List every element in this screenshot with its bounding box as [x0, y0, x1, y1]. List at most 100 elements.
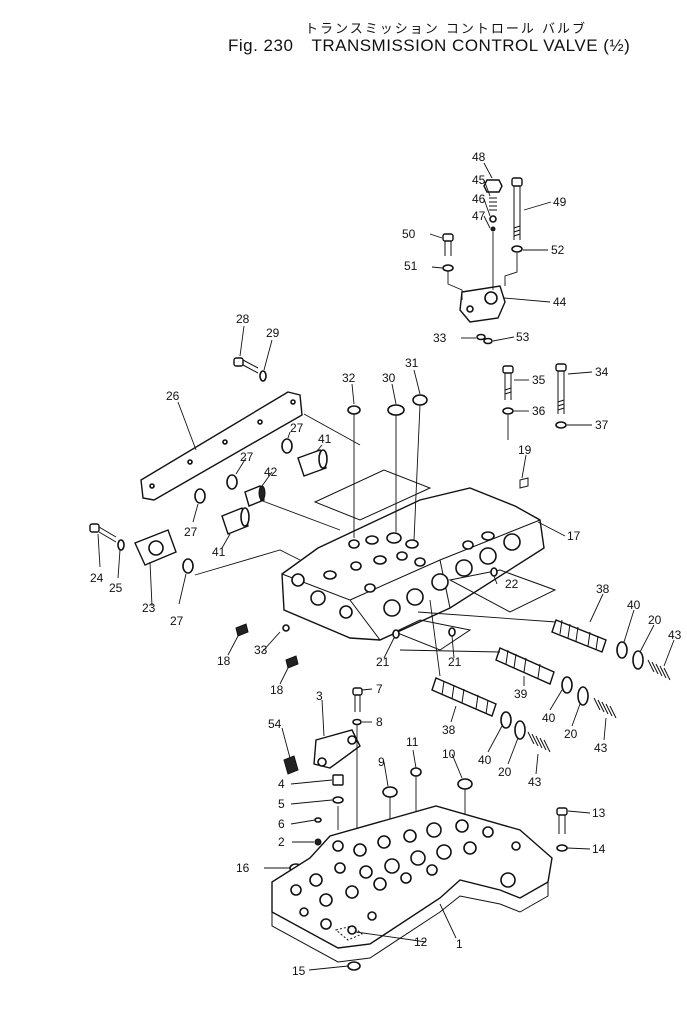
plate-dashed-pocket	[334, 925, 363, 941]
part-15-oring	[347, 961, 361, 971]
callout-48: 48	[472, 150, 486, 164]
callout-47: 47	[472, 209, 486, 223]
part-29-washer	[259, 370, 267, 382]
plate-port	[455, 819, 469, 833]
part-26-gasket	[140, 391, 303, 501]
figure-title-text: TRANSMISSION CONTROL VALVE (½)	[311, 36, 631, 55]
side-bore	[406, 588, 424, 606]
spool-land	[559, 619, 599, 651]
plate-port	[400, 872, 412, 884]
valve-body-outline	[281, 487, 545, 641]
callout-38-upper: 38	[596, 582, 610, 596]
part-9-oring	[382, 786, 398, 798]
plate-port	[426, 822, 442, 838]
part-43-spring-a	[647, 659, 671, 681]
side-bore	[503, 533, 521, 551]
figure-title: Fig. 230 TRANSMISSION CONTROL VALVE (½)	[228, 36, 630, 56]
part-18-plug-a	[235, 623, 249, 637]
body-port	[386, 532, 402, 544]
part-21-pin-a	[392, 629, 400, 639]
callout-11: 11	[406, 735, 419, 749]
plate-port	[403, 829, 417, 843]
part-10-oring	[457, 778, 473, 790]
part-32-oring	[347, 405, 361, 415]
callout-21-a: 21	[376, 655, 390, 669]
part-50-bolt-shank	[444, 241, 452, 256]
plate-port	[345, 885, 359, 899]
callout-37: 37	[595, 418, 609, 432]
part-4-fitting	[332, 774, 344, 786]
assembly-line	[447, 271, 463, 300]
side-bore	[383, 599, 401, 617]
part-40-ring-b	[561, 676, 573, 694]
callout-27-a: 27	[290, 421, 304, 435]
callout-46: 46	[472, 192, 486, 206]
plate-port	[334, 862, 346, 874]
part-28-bolt-shank	[242, 359, 259, 374]
callout-54: 54	[268, 717, 282, 731]
part-22-pin	[490, 567, 498, 577]
callout-32: 32	[342, 371, 356, 385]
callout-1: 1	[456, 937, 463, 951]
part-43-spring-c	[527, 731, 551, 753]
part-49-bolt-head	[511, 177, 523, 187]
part-7-bolt-shank	[354, 695, 361, 712]
part-11-oring	[410, 767, 422, 777]
gasket-hole	[222, 439, 228, 445]
gasket-hole	[149, 483, 155, 489]
part-38-spool-lower	[431, 677, 497, 717]
body-port	[348, 539, 360, 549]
plate-port	[353, 843, 367, 857]
body-top-orings	[235, 394, 529, 669]
gasket-outline	[448, 569, 557, 613]
part-5-oring	[332, 796, 344, 804]
callout-6: 6	[278, 817, 285, 831]
gasket-hole	[187, 459, 193, 465]
part-8-washer	[352, 718, 362, 726]
assembly-line	[399, 599, 557, 677]
body-port	[323, 570, 337, 580]
callout-18-b: 18	[270, 683, 284, 697]
callout-5: 5	[278, 797, 285, 811]
part-19-plug	[519, 477, 529, 489]
part-21-pin-b	[448, 627, 456, 637]
plate-port	[436, 844, 452, 860]
part-13-bolt-shank	[558, 815, 566, 834]
plate-port	[511, 841, 521, 851]
part-44-port	[484, 291, 498, 305]
callout-19: 19	[518, 443, 532, 457]
figure-number: Fig. 230	[228, 36, 294, 55]
callout-40-a: 40	[627, 598, 641, 612]
callout-28: 28	[236, 312, 250, 326]
plate-port	[377, 835, 391, 849]
callout-40-b: 40	[542, 711, 556, 725]
assembly-line	[337, 725, 466, 835]
plate-edge	[271, 882, 549, 963]
callout-22: 22	[505, 577, 519, 591]
part-31-oring	[412, 394, 428, 406]
valve-cap-assembly	[442, 177, 523, 345]
callout-18-a: 18	[217, 654, 231, 668]
part-7-bolt-head	[352, 687, 363, 696]
callout-20-c: 20	[498, 765, 512, 779]
part-34-bolt-head	[555, 363, 567, 372]
callout-49: 49	[553, 195, 567, 209]
part-35-bolt-shank	[504, 373, 512, 400]
callout-33-top: 33	[433, 331, 447, 345]
plate-port	[309, 873, 323, 887]
part-20-oring-b	[577, 686, 589, 706]
callout-10: 10	[442, 747, 456, 761]
callout-43-b: 43	[594, 741, 608, 755]
part-45-spring	[489, 197, 497, 211]
assembly-line	[353, 404, 421, 541]
part-20-oring-a	[632, 650, 644, 670]
callout-24: 24	[90, 571, 104, 585]
part-24-bolt-shank	[98, 526, 117, 543]
callout-50: 50	[402, 227, 416, 241]
part-50-bolt-head	[442, 233, 454, 242]
side-bore	[479, 547, 497, 565]
side-bore	[431, 573, 449, 591]
body-port	[396, 551, 408, 561]
plate-port	[299, 907, 309, 917]
part-48-nut	[483, 179, 503, 193]
